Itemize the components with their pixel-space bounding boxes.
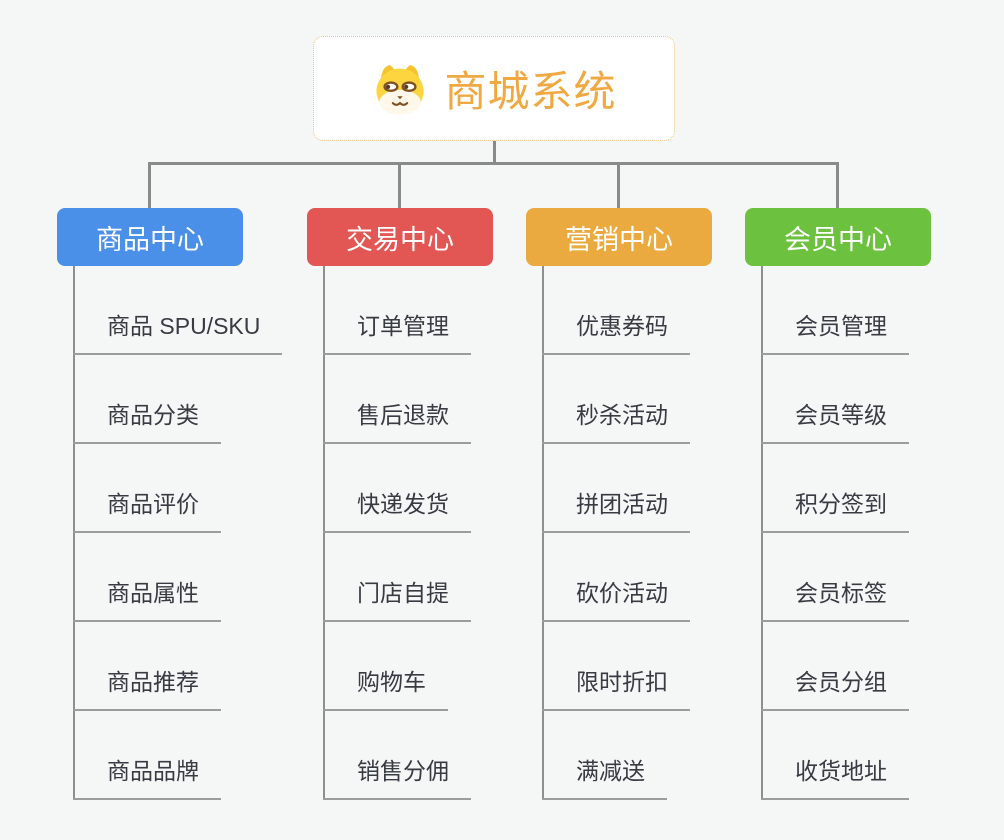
connector-drop-member (836, 164, 839, 208)
branch-line-trade (323, 266, 325, 800)
branch-header-trade[interactable]: 交易中心 (307, 208, 493, 266)
branch-line-member (761, 266, 763, 800)
node-limited-discount[interactable]: 限时折扣 (542, 667, 690, 711)
node-shopping-cart[interactable]: 购物车 (323, 667, 448, 711)
connector-drop-trade (398, 164, 401, 208)
node-group-buy[interactable]: 拼团活动 (542, 489, 690, 533)
node-coupon-code[interactable]: 优惠券码 (542, 311, 690, 355)
root-node[interactable]: 商城系统 (313, 36, 675, 141)
branch-header-marketing[interactable]: 营销中心 (526, 208, 712, 266)
connector-drop-marketing (617, 164, 620, 208)
connector-root-stub (493, 141, 496, 163)
branch-header-member[interactable]: 会员中心 (745, 208, 931, 266)
node-product-attribute[interactable]: 商品属性 (73, 578, 221, 622)
node-full-reduction[interactable]: 满减送 (542, 756, 667, 800)
node-order-management[interactable]: 订单管理 (323, 311, 471, 355)
node-product-brand[interactable]: 商品品牌 (73, 756, 221, 800)
node-member-level[interactable]: 会员等级 (761, 400, 909, 444)
branch-marketing-center: 营销中心 优惠券码 秒杀活动 拼团活动 砍价活动 限时折扣 满减送 (526, 0, 786, 840)
node-member-tag[interactable]: 会员标签 (761, 578, 909, 622)
branch-line-product (73, 266, 75, 800)
node-bargain[interactable]: 砍价活动 (542, 578, 690, 622)
node-member-management[interactable]: 会员管理 (761, 311, 909, 355)
branch-member-center: 会员中心 会员管理 会员等级 积分签到 会员标签 会员分组 收货地址 (745, 0, 1004, 840)
node-product-spu-sku[interactable]: 商品 SPU/SKU (73, 311, 283, 355)
node-product-recommend[interactable]: 商品推荐 (73, 667, 221, 711)
node-shipping-address[interactable]: 收货地址 (761, 756, 909, 800)
node-product-category[interactable]: 商品分类 (73, 400, 221, 444)
branch-line-marketing (542, 266, 544, 800)
connector-drop-product (148, 164, 151, 208)
node-points-checkin[interactable]: 积分签到 (761, 489, 909, 533)
node-sales-commission[interactable]: 销售分佣 (323, 756, 471, 800)
connector-bus (148, 162, 839, 165)
root-title: 商城系统 (444, 68, 617, 115)
branch-trade-center: 交易中心 订单管理 售后退款 快递发货 门店自提 购物车 销售分佣 (307, 0, 567, 840)
node-aftersale-refund[interactable]: 售后退款 (323, 400, 471, 444)
node-product-review[interactable]: 商品评价 (73, 489, 221, 533)
node-express-shipping[interactable]: 快递发货 (323, 489, 471, 533)
branch-product-center: 商品中心 商品 SPU/SKU 商品分类 商品评价 商品属性 商品推荐 商品品牌 (57, 0, 317, 840)
shiba-dog-icon (371, 62, 429, 115)
node-flash-sale[interactable]: 秒杀活动 (542, 400, 690, 444)
branch-header-product[interactable]: 商品中心 (57, 208, 243, 266)
node-member-group[interactable]: 会员分组 (761, 667, 909, 711)
node-store-pickup[interactable]: 门店自提 (323, 578, 471, 622)
